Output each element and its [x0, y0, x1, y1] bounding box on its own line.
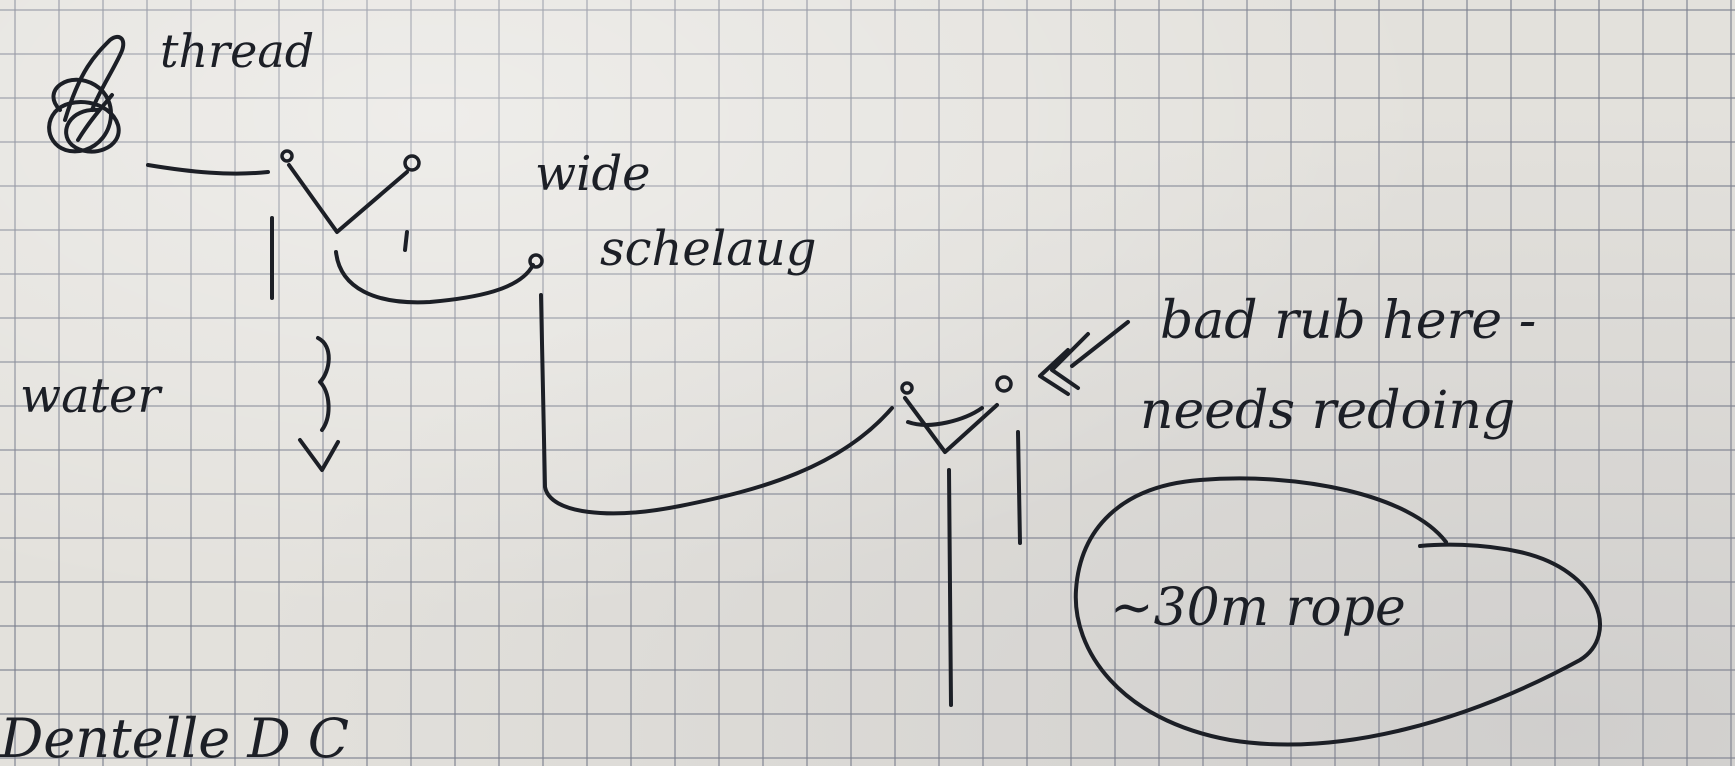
rope-run: [539, 293, 894, 516]
water-label: water: [20, 368, 161, 424]
thread-line: [146, 163, 270, 176]
rope-note-outline: [1073, 476, 1602, 747]
bottom-partial-text: Dentelle D C: [0, 707, 350, 766]
down-arrow-icon: [298, 336, 340, 472]
double-chevron-left-icon: [1038, 320, 1130, 396]
top-anchor-y-hang: [270, 149, 544, 305]
rope-length-note: ~30m rope: [1110, 578, 1406, 638]
lower-anchor-y-hang: [900, 375, 1022, 707]
schelaug-label: schelaug: [600, 221, 817, 277]
wide-label: wide: [535, 146, 651, 202]
thread-label: thread: [160, 24, 315, 78]
bad-rub-note: bad rub here -: [1160, 291, 1537, 351]
thread-spool-icon: [47, 34, 126, 154]
needs-redoing-note: needs redoing: [1140, 381, 1516, 441]
